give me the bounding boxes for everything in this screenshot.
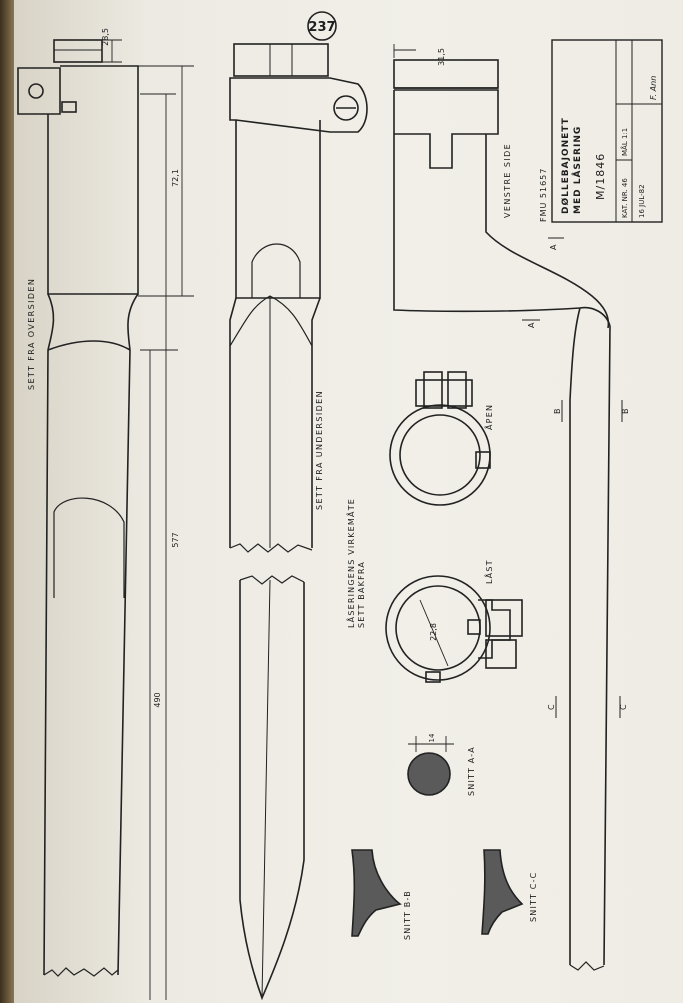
cut-marker-a-lower: A <box>527 322 536 328</box>
top-view-stud-ear <box>17 67 61 115</box>
top-view-locking-ring <box>53 39 103 63</box>
title-name-line2: MED LÅSERING <box>572 126 583 214</box>
title-name-line1: DØLLEBAJONETT <box>560 117 571 214</box>
title-museum-number: FMU 51657 <box>539 168 548 222</box>
top-view-neck <box>47 293 55 351</box>
top-view-blade <box>43 349 49 976</box>
bottom-view-socket <box>235 120 321 299</box>
cut-marker-a-upper: A <box>549 244 558 250</box>
label-ring-locked: LÅST <box>483 559 494 584</box>
paper-page <box>14 0 683 1003</box>
title-drawn-by: F. Ann <box>649 76 658 100</box>
bottom-view-screw <box>333 95 359 121</box>
dim-blade-section-width: 14 <box>428 733 436 742</box>
section-c-c <box>481 849 524 935</box>
title-date: 16 JUL-82 <box>638 184 646 218</box>
dim-overall-length: 577 <box>171 532 180 547</box>
book-spine-shadow <box>0 0 14 1003</box>
section-a-a-shape <box>407 752 451 796</box>
top-view-drawing <box>17 39 194 1000</box>
dim-ring-width-top: 28,5 <box>101 28 110 46</box>
cut-marker-c-right: C <box>619 704 628 710</box>
dim-blade-length: 490 <box>153 692 162 707</box>
dim-ring-width-side: 31,5 <box>437 48 446 66</box>
cut-marker-c-left: C <box>547 704 556 710</box>
left-side-drawing <box>393 44 611 971</box>
ring-open-drawing <box>389 371 491 506</box>
section-b-b-shape <box>351 849 402 937</box>
title-block <box>551 39 663 223</box>
bottom-view-blade <box>229 297 237 548</box>
bottom-view-drawing <box>229 43 368 1001</box>
side-view-blade-spine <box>569 307 581 965</box>
ring-locked-drawing <box>385 575 523 683</box>
page-number: 237 <box>308 20 335 35</box>
label-section-b-b: SNITT B-B <box>403 890 412 940</box>
title-catalog: KAT. NR. 46 <box>621 178 629 218</box>
title-scale: MÅL 1:1 <box>620 128 629 156</box>
label-ring-open: ÅPEN <box>483 404 494 430</box>
section-a-a <box>407 736 454 796</box>
side-view-stud <box>394 89 499 169</box>
title-model: M/1846 <box>594 153 607 200</box>
bottom-view-blade-tip <box>239 580 305 1001</box>
top-view-break-line <box>43 967 119 977</box>
section-b-b <box>351 849 402 937</box>
label-top-view: SETT FRA OVERSIDEN <box>27 278 36 390</box>
top-view-fuller <box>53 497 125 598</box>
side-view-neck <box>485 134 610 329</box>
cut-markers <box>522 237 623 718</box>
side-view-locking-ring <box>393 59 499 89</box>
top-view-socket <box>47 65 139 295</box>
label-ring-function-line2: SETT BAKFRA <box>357 561 366 628</box>
side-view-blade-edge <box>603 325 611 966</box>
ring-open-inner <box>399 414 481 496</box>
bottom-view-locking-ring <box>233 43 329 77</box>
label-section-c-c: SNITT C-C <box>529 872 538 922</box>
section-c-c-shape <box>481 849 524 935</box>
label-ring-function-line1: LÅSERINGENS VIRKEMÅTE <box>345 498 356 628</box>
cut-marker-b-right: B <box>621 409 630 415</box>
label-bottom-view: SETT FRA UNDERSIDEN <box>315 390 324 510</box>
label-left-side: VENSTRE SIDE <box>503 143 512 218</box>
ring-locked-outer <box>385 575 491 681</box>
cut-marker-b-left: B <box>553 409 562 415</box>
ring-open-outer <box>389 404 491 506</box>
bottom-view-clamp <box>229 77 368 133</box>
side-view-socket <box>393 90 581 313</box>
label-section-a-a: SNITT A-A <box>467 746 476 796</box>
page-number-circle <box>307 11 337 41</box>
dim-ring-bore: 22,8 <box>429 623 438 641</box>
title-block-frame <box>551 39 663 223</box>
dim-socket-length: 72,1 <box>171 169 180 187</box>
